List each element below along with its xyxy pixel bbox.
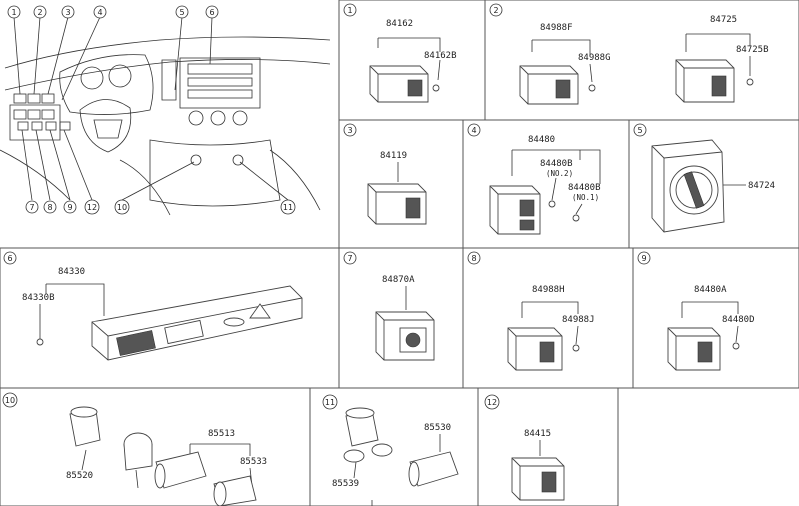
panel-number: 9 xyxy=(641,254,646,263)
overview-callout-5: 5 xyxy=(175,5,189,19)
overview-callout-12: 12 xyxy=(84,199,100,215)
callout-number: 3 xyxy=(65,8,70,17)
lighter-part xyxy=(154,451,257,506)
part-number-label: 84480B xyxy=(540,159,573,169)
panel-number: 2 xyxy=(493,6,498,15)
part-number-label: 84119 xyxy=(380,151,407,161)
switch-part xyxy=(511,457,565,501)
overview-callout-2: 2 xyxy=(33,5,47,19)
panel-number: 1 xyxy=(347,6,352,15)
part-number-label: 84162B xyxy=(424,51,457,61)
panel-2: 2 84988F 84988G 84725 84725B xyxy=(489,3,769,105)
part-number-label: 84988F xyxy=(540,23,573,33)
part-number-label: 84480A xyxy=(694,285,727,295)
callout-number: 10 xyxy=(117,203,127,212)
panel-4: 4 84480 84480B (NO.2) 84480B (NO.1) xyxy=(467,123,601,235)
callout-number: 9 xyxy=(67,203,72,212)
part-number-label: 85520 xyxy=(66,471,93,481)
overview-callout-3: 3 xyxy=(61,5,75,19)
part-number-label: 84480D xyxy=(722,315,755,325)
panel-number: 4 xyxy=(471,126,476,135)
panel-8: 8 84988H 84988J xyxy=(467,251,595,371)
overview-callout-6: 6 xyxy=(205,5,219,19)
part-number-label: 84724 xyxy=(748,181,775,191)
part-number-label: 84988G xyxy=(578,53,611,63)
callout-number: 8 xyxy=(47,203,52,212)
panel-3: 3 84119 xyxy=(343,123,427,225)
panel-5: 5 84724 xyxy=(633,123,775,233)
switch-part xyxy=(519,65,596,105)
switch-part xyxy=(489,185,580,235)
panel-number: 7 xyxy=(347,254,352,263)
overview-callout-4: 4 xyxy=(93,5,107,19)
panel-number: 3 xyxy=(347,126,352,135)
switch-panel-part xyxy=(36,285,303,361)
overview-leaders xyxy=(13,16,289,201)
part-number-label: 84330 xyxy=(58,267,85,277)
panel-9: 9 84480A 84480D xyxy=(637,251,755,371)
callout-number: 11 xyxy=(283,203,293,212)
part-number-label: 84162 xyxy=(386,19,413,29)
panel-1: 1 84162 84162B xyxy=(343,3,457,103)
panel-11: 11 85530 85539 xyxy=(322,394,459,506)
panel-number: 11 xyxy=(325,398,335,407)
callout-number: 12 xyxy=(87,203,97,212)
part-number-label: (NO.2) xyxy=(546,169,573,178)
dashboard-overview xyxy=(0,36,331,216)
part-number-label: 84988H xyxy=(532,285,565,295)
part-number-label: 85513 xyxy=(208,429,235,439)
panel-number: 6 xyxy=(7,254,12,263)
overview-callout-11: 11 xyxy=(280,199,296,215)
part-number-label: 84725B xyxy=(736,45,769,55)
part-number-label: 84870A xyxy=(382,275,415,285)
overview-callout-8: 8 xyxy=(43,200,57,214)
dial-switch-part xyxy=(651,139,725,233)
overview-callout-9: 9 xyxy=(63,200,77,214)
switch-part xyxy=(675,59,754,103)
part-number-label: 85533 xyxy=(240,457,267,467)
callout-number: 6 xyxy=(209,8,214,17)
part-number-label: 84725 xyxy=(710,15,737,25)
panel-number: 12 xyxy=(487,398,497,407)
part-number-label: 84480 xyxy=(528,135,555,145)
overview-callout-1: 1 xyxy=(7,5,21,19)
callout-number: 5 xyxy=(179,8,184,17)
part-number-label: 84330B xyxy=(22,293,55,303)
part-number-label: 84480B xyxy=(568,183,601,193)
panel-number: 8 xyxy=(471,254,476,263)
callout-number: 1 xyxy=(11,8,16,17)
part-number-label: 85530 xyxy=(424,423,451,433)
switch-part xyxy=(375,311,435,361)
overview-callout-10: 10 xyxy=(114,199,130,215)
part-number-label: 84988J xyxy=(562,315,595,325)
callout-number: 4 xyxy=(97,8,102,17)
switch-part xyxy=(507,327,580,371)
overview-callout-7: 7 xyxy=(25,200,39,214)
part-number-label: 85539 xyxy=(332,479,359,489)
callout-number: 7 xyxy=(29,203,34,212)
panel-7: 7 84870A xyxy=(343,251,435,361)
panel-10: 10 85513 85533 85520 xyxy=(2,392,267,506)
switch-part xyxy=(367,183,427,225)
panel-number: 10 xyxy=(5,396,15,405)
switch-part xyxy=(369,65,440,103)
socket-part xyxy=(343,407,393,463)
part-number-label: (NO.1) xyxy=(572,193,599,202)
part-number-label: 84415 xyxy=(524,429,551,439)
switch-part xyxy=(667,327,740,371)
socket-part xyxy=(69,406,153,471)
callout-number: 2 xyxy=(37,8,42,17)
panel-6: 6 84330 84330B xyxy=(3,251,303,361)
panel-number: 5 xyxy=(637,126,642,135)
lighter-part xyxy=(371,451,459,506)
panel-12: 12 84415 xyxy=(484,394,565,501)
